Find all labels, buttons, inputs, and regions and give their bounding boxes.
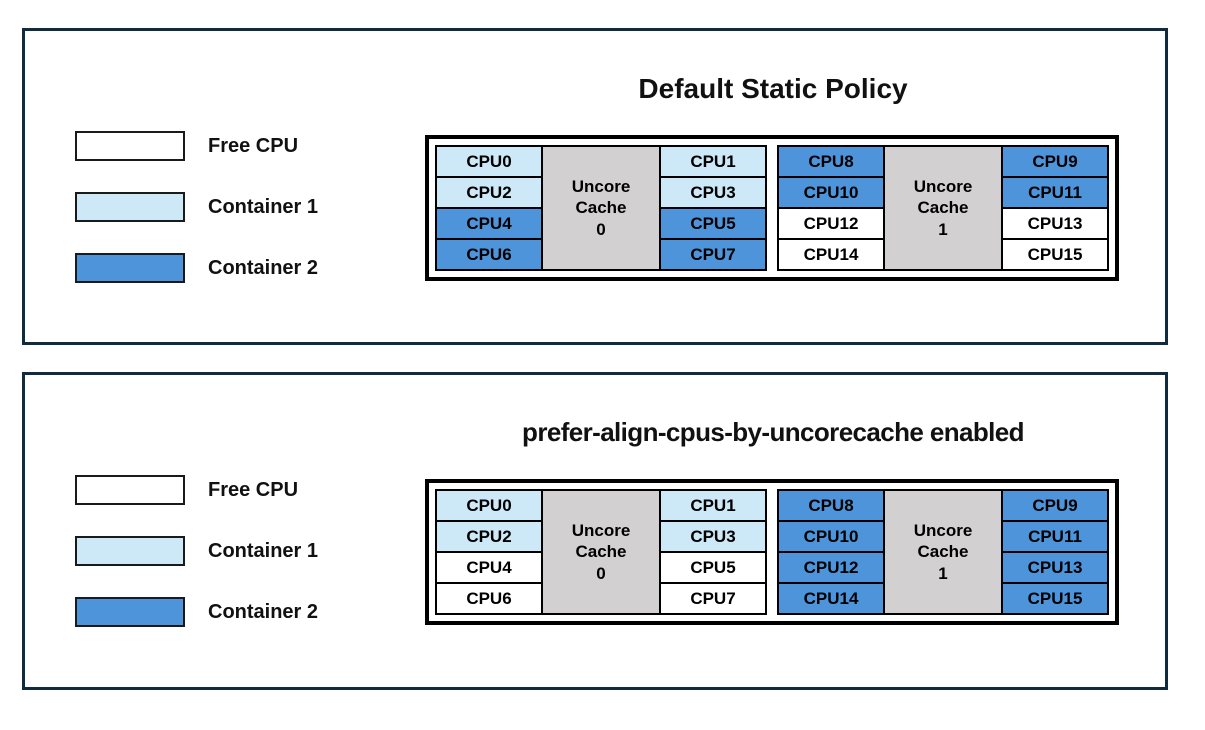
uncore-cache-block: Uncore Cache 1 — [885, 147, 1001, 269]
legend-item: Container 1 — [75, 536, 318, 566]
uncore-cache-label-line: Uncore — [571, 521, 631, 541]
policy-panel-uncorecache-aligned: prefer-align-cpus-by-uncorecache enabled… — [22, 372, 1168, 690]
cpu-topology-diagram: CPU0 CPU2 CPU4 CPU6 Uncore Cache 0 CPU1 … — [425, 135, 1119, 281]
legend-swatch-container1 — [75, 192, 185, 222]
cpu-cell: CPU0 — [437, 147, 541, 176]
panel-title: Default Static Policy — [638, 73, 908, 104]
uncore-cache-label-line: 1 — [938, 219, 948, 239]
cpu-cell: CPU2 — [437, 178, 541, 207]
cpu-cell: CPU14 — [779, 584, 883, 613]
legend-swatch-container1 — [75, 536, 185, 566]
uncore-cache-label-line: Uncore — [913, 177, 973, 197]
uncore-cache-block: Uncore Cache 0 — [543, 147, 659, 269]
cpu-cell: CPU5 — [661, 553, 765, 582]
cpu-cell: CPU10 — [779, 178, 883, 207]
uncore-cache-label-line: 0 — [596, 219, 606, 239]
uncore-cache-label-line: Uncore — [913, 521, 973, 541]
cpu-cell: CPU3 — [661, 178, 765, 207]
cpu-cell: CPU9 — [1003, 491, 1107, 520]
cpu-cell: CPU12 — [779, 553, 883, 582]
uncore-cache-block: Uncore Cache 1 — [885, 491, 1001, 613]
legend-swatch-container2 — [75, 597, 185, 627]
legend-item: Free CPU — [75, 131, 318, 161]
legend-label: Container 1 — [208, 195, 319, 218]
cpu-cell: CPU12 — [779, 209, 883, 238]
legend-item: Container 2 — [75, 253, 318, 283]
legend-swatch-free — [75, 475, 185, 505]
legend-item: Free CPU — [75, 475, 318, 505]
uncore-cache-label-line: Cache — [917, 198, 969, 218]
legend: Free CPU Container 1 Container 2 — [75, 475, 318, 658]
cpu-cell: CPU8 — [779, 491, 883, 520]
legend-label: Container 2 — [208, 600, 319, 623]
cpu-cell: CPU0 — [437, 491, 541, 520]
legend-label: Container 2 — [208, 256, 319, 279]
cpu-cell: CPU13 — [1003, 553, 1107, 582]
cpu-cell: CPU5 — [661, 209, 765, 238]
cpu-cell: CPU11 — [1003, 178, 1107, 207]
uncore-cache-label-line: Cache — [917, 542, 969, 562]
legend-swatch-free — [75, 131, 185, 161]
cpu-cell: CPU3 — [661, 522, 765, 551]
uncore-cache-block: Uncore Cache 0 — [543, 491, 659, 613]
uncore-cache-group-0: CPU0 CPU2 CPU4 CPU6 Uncore Cache 0 CPU1 … — [435, 489, 767, 615]
cpu-cell: CPU9 — [1003, 147, 1107, 176]
legend-swatch-container2 — [75, 253, 185, 283]
uncore-cache-group-0: CPU0 CPU2 CPU4 CPU6 Uncore Cache 0 CPU1 … — [435, 145, 767, 271]
cpu-cell: CPU8 — [779, 147, 883, 176]
cpu-cell: CPU10 — [779, 522, 883, 551]
uncore-cache-label-line: Cache — [575, 198, 627, 218]
cpu-cell: CPU2 — [437, 522, 541, 551]
uncore-cache-group-1: CPU8 CPU10 CPU12 CPU14 Uncore Cache 1 CP… — [777, 489, 1109, 615]
cpu-cell: CPU13 — [1003, 209, 1107, 238]
cpu-topology-diagram: CPU0 CPU2 CPU4 CPU6 Uncore Cache 0 CPU1 … — [425, 479, 1119, 625]
cpu-cell: CPU1 — [661, 147, 765, 176]
cpu-cell: CPU15 — [1003, 240, 1107, 269]
policy-panel-default-static: Default Static Policy Free CPU Container… — [22, 28, 1168, 345]
uncore-cache-group-1: CPU8 CPU10 CPU12 CPU14 Uncore Cache 1 CP… — [777, 145, 1109, 271]
legend-label: Container 1 — [208, 539, 319, 562]
legend-label: Free CPU — [208, 134, 299, 157]
cpu-cell: CPU1 — [661, 491, 765, 520]
uncore-cache-label-line: Uncore — [571, 177, 631, 197]
uncore-cache-label-line: 1 — [938, 563, 948, 583]
cpu-cell: CPU4 — [437, 209, 541, 238]
cpu-cell: CPU4 — [437, 553, 541, 582]
legend: Free CPU Container 1 Container 2 — [75, 131, 318, 314]
cpu-cell: CPU7 — [661, 240, 765, 269]
legend-label: Free CPU — [208, 478, 299, 501]
cpu-cell: CPU6 — [437, 240, 541, 269]
uncore-cache-label-line: 0 — [596, 563, 606, 583]
cpu-cell: CPU6 — [437, 584, 541, 613]
cpu-cell: CPU15 — [1003, 584, 1107, 613]
legend-item: Container 2 — [75, 597, 318, 627]
cpu-cell: CPU14 — [779, 240, 883, 269]
cpu-cell: CPU11 — [1003, 522, 1107, 551]
panel-title: prefer-align-cpus-by-uncorecache enabled — [522, 417, 1025, 447]
uncore-cache-label-line: Cache — [575, 542, 627, 562]
legend-item: Container 1 — [75, 192, 318, 222]
cpu-cell: CPU7 — [661, 584, 765, 613]
